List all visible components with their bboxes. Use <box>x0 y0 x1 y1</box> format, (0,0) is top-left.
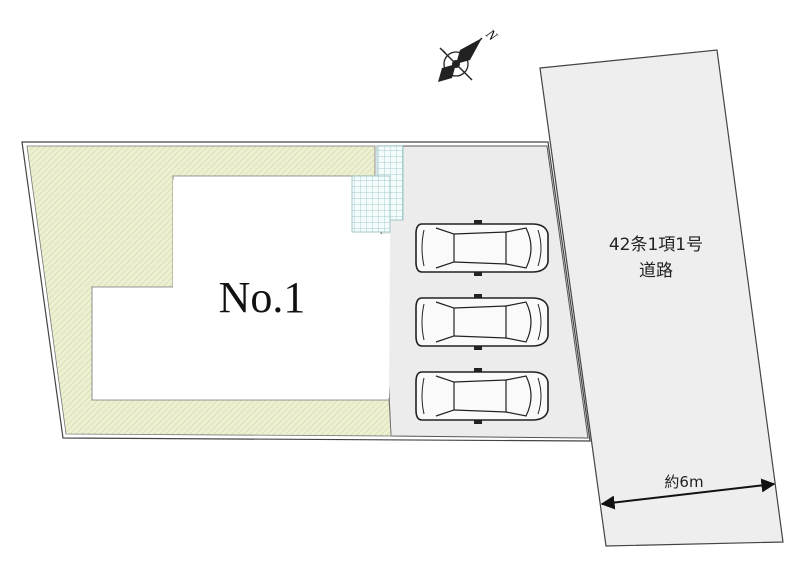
car-icon <box>415 219 549 277</box>
car-icon <box>415 293 549 351</box>
parking-space-3 <box>415 367 549 425</box>
parking-space-1 <box>415 219 549 277</box>
garden-area <box>26 145 392 437</box>
entrance-tiles-porch <box>351 175 391 233</box>
road-label: 道路 <box>639 261 673 281</box>
road-width-arrow <box>600 478 776 510</box>
parking-space-2 <box>415 293 549 351</box>
car-icon <box>415 367 549 425</box>
compass-north-label: N <box>482 26 500 44</box>
road-area <box>539 49 784 547</box>
road-type-label: 42条1項1号 <box>609 235 703 255</box>
lot-label: No.1 <box>219 273 306 322</box>
compass-icon <box>438 37 483 82</box>
building-footprint <box>95 180 390 398</box>
road-width-label: 約6m <box>664 473 703 491</box>
